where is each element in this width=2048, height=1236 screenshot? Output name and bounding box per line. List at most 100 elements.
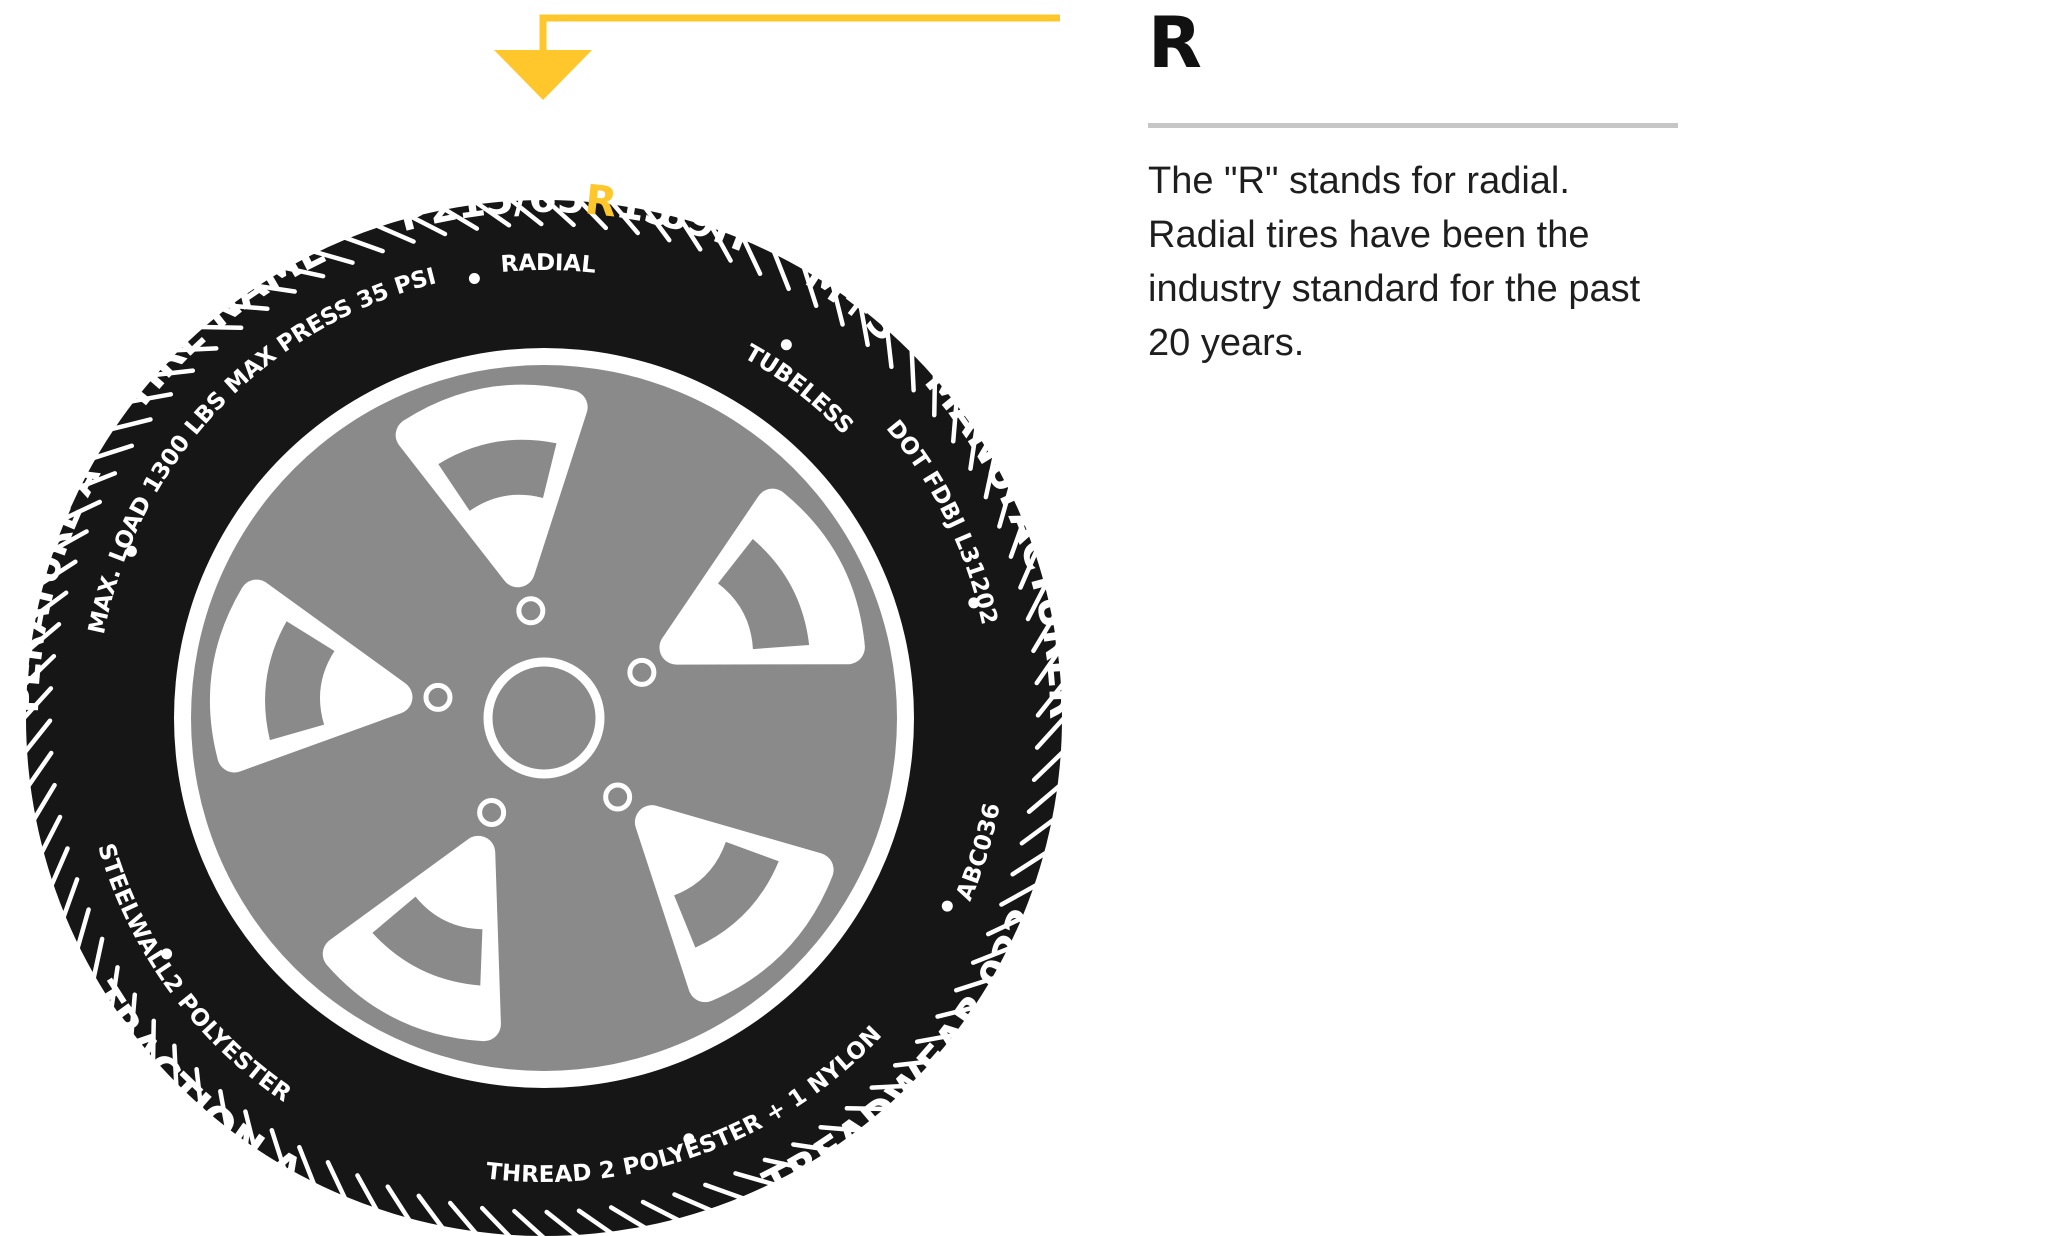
tread-notch xyxy=(22,653,57,687)
rim-window-inset xyxy=(265,621,335,741)
tread-notch xyxy=(473,200,512,228)
tread-notch xyxy=(1034,715,1067,750)
lug-hole xyxy=(603,782,633,812)
tread-notch xyxy=(544,1209,581,1236)
tread-notch xyxy=(643,205,672,243)
tread-notch xyxy=(970,945,1013,965)
tread-notch xyxy=(999,882,1039,907)
tread-notch xyxy=(983,455,997,500)
tread-notch xyxy=(109,417,153,432)
separator-dot xyxy=(780,339,792,351)
separator-dot xyxy=(161,948,173,960)
tread-notch xyxy=(75,907,91,951)
tread-notch xyxy=(830,283,845,327)
tread-notch xyxy=(218,1088,230,1133)
tread-notch xyxy=(198,324,244,330)
tread-notch xyxy=(801,265,819,309)
tread-notch xyxy=(297,1144,317,1187)
tread-notch xyxy=(672,1192,714,1213)
tread-notch xyxy=(1019,817,1057,846)
info-description: The "R" stands for radial. Radial tires … xyxy=(1148,160,1641,364)
rim-window-inset xyxy=(674,841,779,948)
tread-notch xyxy=(892,1058,938,1068)
separator-dot xyxy=(468,272,480,284)
tread-notch xyxy=(374,223,416,244)
tread-notch xyxy=(640,1199,681,1223)
tread-notch xyxy=(1034,647,1062,686)
arrow-down-icon xyxy=(494,50,592,100)
tread-notch xyxy=(818,1124,863,1133)
separator-dot xyxy=(125,545,137,557)
tread-notch xyxy=(1035,681,1066,718)
tread-notch xyxy=(225,303,270,312)
tread-notch xyxy=(416,1193,445,1231)
tire-diagram-svg: P215/65R15 89H M+S MANUFACTURER TIRE NAM… xyxy=(21,14,1067,1236)
tread-notch xyxy=(576,1208,615,1236)
separator-dot xyxy=(941,900,953,912)
tread-notch xyxy=(281,265,326,279)
tread-notch xyxy=(1031,614,1057,654)
tread-notch xyxy=(733,1171,777,1187)
tread-notch xyxy=(541,195,576,228)
rim-window-inset xyxy=(372,896,483,986)
lug-hole xyxy=(516,596,546,626)
info-letter-heading: R xyxy=(1148,2,1202,84)
tread-notches xyxy=(21,195,1067,1236)
separator-dot xyxy=(968,597,980,609)
tread-notch xyxy=(953,975,997,993)
tread-notch xyxy=(512,1208,546,1236)
tread-notch xyxy=(935,1004,979,1019)
tread-notch xyxy=(91,443,135,461)
tread-notch xyxy=(1010,850,1049,877)
tread-notch xyxy=(448,1200,479,1236)
tread-notch xyxy=(22,718,53,755)
tread-notch xyxy=(26,750,54,789)
tread-notch xyxy=(311,249,355,265)
separator-dot xyxy=(683,1133,695,1145)
tread-notch xyxy=(791,1142,836,1153)
tread-notch xyxy=(1008,516,1027,559)
tread-notch xyxy=(174,346,219,353)
tread-notch xyxy=(858,303,870,348)
radial-label: RADIAL xyxy=(500,250,598,279)
tread-notch xyxy=(762,1157,807,1171)
tread-notch xyxy=(985,914,1027,937)
tread-notch xyxy=(914,1032,959,1044)
tread-notch xyxy=(608,1205,648,1231)
tread-notch xyxy=(39,814,63,855)
tread-notch xyxy=(150,1018,156,1064)
tread-notch xyxy=(342,235,385,254)
pointer-line xyxy=(539,14,1060,58)
tread-notch xyxy=(1026,783,1062,814)
tread-notch xyxy=(243,1109,258,1153)
tread-notch xyxy=(75,471,118,491)
tread-notch xyxy=(609,200,640,236)
lug-hole xyxy=(627,657,657,687)
tread-notch xyxy=(407,213,448,237)
tread-notch xyxy=(1025,581,1049,622)
hub-ring xyxy=(483,657,605,779)
tread-notch xyxy=(385,1184,412,1223)
tread-notch xyxy=(1031,749,1066,783)
tread-notch xyxy=(676,213,703,252)
tread-notch xyxy=(129,992,138,1037)
tread-notch xyxy=(252,283,297,294)
tread-notch xyxy=(950,399,959,444)
tread-notch xyxy=(740,235,763,277)
tread-notch xyxy=(909,348,916,393)
tread-notch xyxy=(932,372,938,418)
rim-window-inset xyxy=(438,439,557,511)
tread-notch xyxy=(479,1205,513,1236)
tread-notch xyxy=(31,782,57,822)
tread-notch xyxy=(21,686,54,721)
tread-notch xyxy=(575,196,609,231)
tread-notch xyxy=(771,249,791,292)
tread-notch xyxy=(844,1106,890,1112)
tread-notch xyxy=(49,529,89,554)
lug-hole xyxy=(423,682,453,712)
tread-notch xyxy=(269,1127,287,1171)
tread-notch xyxy=(150,368,196,378)
tread-notch xyxy=(997,485,1013,529)
tread-notch xyxy=(884,324,894,370)
tire-diagram: P215/65R15 89H M+S MANUFACTURER TIRE NAM… xyxy=(21,14,1067,1236)
